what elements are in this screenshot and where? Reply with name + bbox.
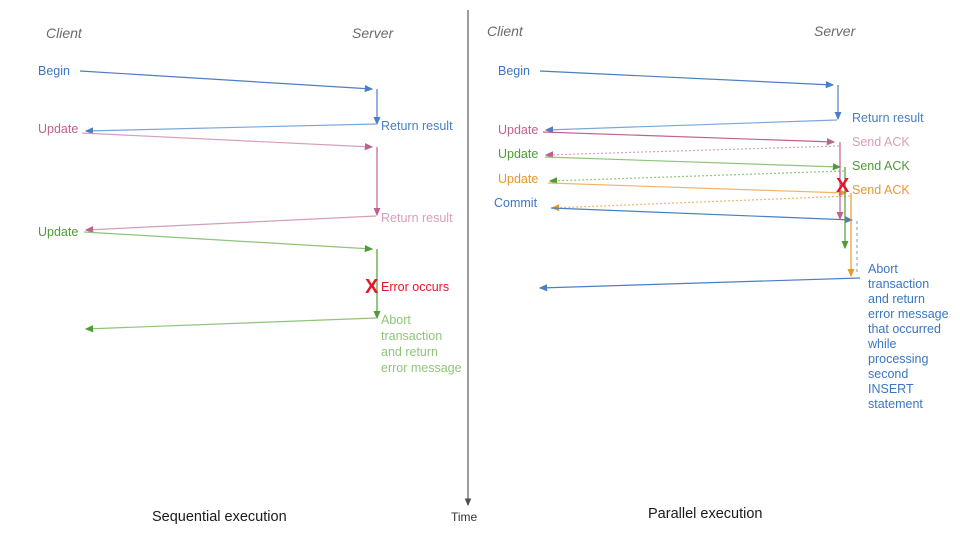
arrow-update-1-parallel — [542, 131, 836, 146]
label-return-result-parallel: Return result — [852, 111, 924, 125]
label-return-result-2-sequential: Return result — [381, 211, 453, 225]
message-update-2-sequential: Update — [38, 225, 374, 253]
label-return-result-1-sequential: Return result — [381, 119, 453, 133]
label-begin-parallel: Begin — [498, 64, 530, 78]
message-update-3-parallel: Update — [498, 172, 848, 197]
arrow-update-2-parallel — [544, 156, 842, 171]
message-begin-sequential: Begin — [38, 64, 374, 93]
abort-line-9: statement — [868, 397, 923, 411]
abort-line-4: that occurred — [868, 322, 941, 336]
abort-line-6: processing — [868, 352, 928, 366]
panel-sequential: Client Server Begin Return result Update — [38, 25, 493, 525]
arrow-begin-sequential — [79, 70, 374, 93]
message-send-ack-2-parallel: Send ACK — [548, 159, 910, 185]
label-update-1-parallel: Update — [498, 123, 538, 137]
abort-line-1: transaction — [381, 329, 442, 343]
error-marker-sequential: X Error occurs — [365, 276, 449, 298]
message-abort-parallel: Abort transaction and return error messa… — [538, 262, 960, 411]
message-return-result-1-sequential: Return result — [84, 119, 453, 135]
caption-sequential: Sequential execution — [152, 509, 287, 525]
message-update-2-parallel: Update — [498, 147, 842, 171]
lane-title-server-sequential: Server — [352, 25, 395, 41]
error-x-icon: X — [365, 276, 379, 298]
panel-parallel: Client Server Begin Return result Update — [487, 23, 960, 522]
abort-line-8: INSERT — [868, 382, 914, 396]
arrow-send-ack-3-parallel — [550, 195, 851, 212]
message-update-1-sequential: Update — [38, 122, 374, 151]
arrow-abort-parallel — [538, 277, 861, 292]
label-update-1-sequential: Update — [38, 122, 78, 136]
label-update-2-sequential: Update — [38, 225, 78, 239]
label-send-ack-2-parallel: Send ACK — [852, 159, 910, 173]
abort-line-1: transaction — [868, 277, 929, 291]
caption-parallel: Parallel execution — [648, 506, 762, 522]
abort-line-0: Abort — [868, 262, 898, 276]
arrow-begin-parallel — [539, 70, 835, 89]
label-commit-parallel: Commit — [494, 196, 538, 210]
label-begin-sequential: Begin — [38, 64, 70, 78]
arrow-send-ack-2-parallel — [548, 170, 845, 185]
error-marker-parallel: X — [836, 175, 850, 197]
abort-line-0: Abort — [381, 313, 411, 327]
abort-line-3: error message — [868, 307, 949, 321]
abort-line-3: error message — [381, 361, 462, 375]
message-return-result-parallel: Return result — [544, 111, 924, 134]
label-update-3-parallel: Update — [498, 172, 538, 186]
arrow-update-2-sequential — [83, 231, 374, 253]
lane-title-server-parallel: Server — [814, 23, 857, 39]
abort-line-2: and return — [381, 345, 438, 359]
label-abort-parallel: Abort transaction and return error messa… — [867, 262, 960, 411]
label-update-2-parallel: Update — [498, 147, 538, 161]
message-send-ack-1-parallel: Send ACK — [544, 135, 910, 159]
time-axis: Time — [451, 10, 478, 524]
label-error-occurs-sequential: Error occurs — [381, 280, 449, 294]
message-begin-parallel: Begin — [498, 64, 835, 89]
message-abort-sequential: Abort transaction and return error messa… — [84, 313, 493, 375]
label-send-ack-3-parallel: Send ACK — [852, 183, 910, 197]
label-abort-sequential: Abort transaction and return error messa… — [381, 313, 493, 375]
message-return-result-2-sequential: Return result — [84, 211, 453, 234]
abort-line-2: and return — [868, 292, 925, 306]
arrow-update-3-parallel — [547, 182, 848, 197]
arrow-update-1-sequential — [81, 132, 374, 151]
abort-line-5: while — [867, 337, 897, 351]
abort-line-7: second — [868, 367, 908, 381]
arrow-abort-sequential — [84, 317, 377, 333]
arrow-return-result-parallel — [544, 119, 838, 134]
message-update-1-parallel: Update — [498, 123, 836, 146]
lane-title-client-parallel: Client — [487, 23, 524, 39]
label-send-ack-1-parallel: Send ACK — [852, 135, 910, 149]
arrow-commit-parallel — [550, 207, 854, 224]
time-axis-label: Time — [451, 510, 478, 524]
arrow-send-ack-1-parallel — [544, 145, 840, 159]
lane-title-client-sequential: Client — [46, 25, 83, 41]
arrow-return-result-2-sequential — [84, 215, 377, 234]
message-commit-parallel: Commit — [494, 196, 854, 224]
message-send-ack-3-parallel: Send ACK — [550, 183, 910, 212]
arrow-return-result-1-sequential — [84, 123, 377, 135]
error-x-icon-parallel: X — [836, 175, 850, 197]
